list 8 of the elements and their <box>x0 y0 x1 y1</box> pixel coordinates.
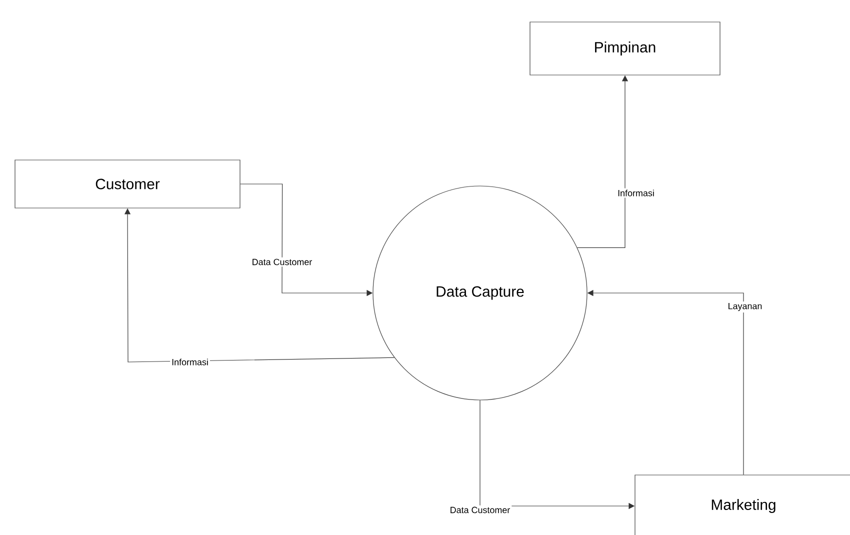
edge-label: Data Customer <box>448 505 512 515</box>
edge-label: Layanan <box>726 301 764 312</box>
edge-label: Informasi <box>616 188 656 198</box>
entity-box: Marketing <box>634 474 850 535</box>
entity-box: Pimpinan <box>530 22 720 76</box>
edge-label: Data Customer <box>250 257 314 267</box>
edge-label: Informasi <box>170 357 210 367</box>
entity-box: Customer <box>14 160 240 208</box>
